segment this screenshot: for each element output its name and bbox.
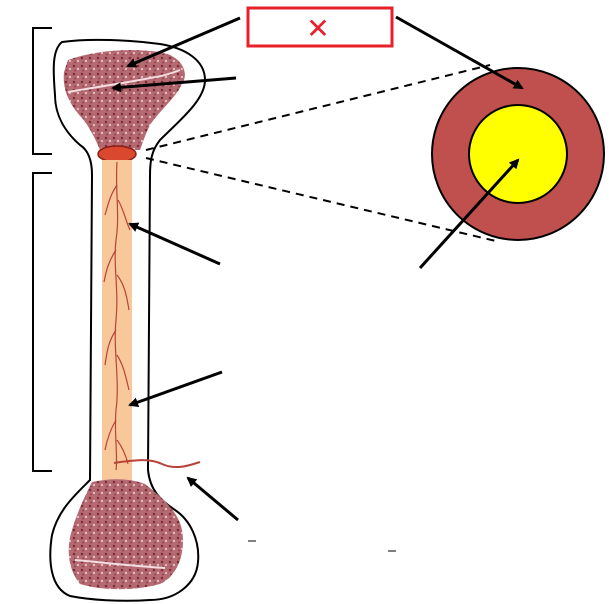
blood-vessels [103,161,131,471]
arrow-to-outer-ring [395,15,524,90]
nutrient-artery [113,459,201,469]
arrow-to-nutrient-vessel [186,476,239,522]
arrow-to-epiphyseal-line [111,76,237,93]
arrow-to-cavity-upper [128,222,221,266]
distal-spongy-bone [68,479,184,590]
arrow-to-cavity-lower [128,370,223,408]
answer-box-mark: ✕ [306,12,329,45]
proximal-epiphyseal-streak [67,69,181,93]
arrow-to-inner-core [418,158,520,270]
proximal-spongy-bone [63,50,185,150]
projection-line-bottom [145,157,501,243]
arrow-to-proximal-epiphysis [126,16,241,68]
distal-epiphyseal-streak [74,559,166,569]
epiphyseal-plate [97,145,137,163]
bracket-diaphysis [32,172,52,472]
projection-line-top [145,64,491,151]
answer-box [246,6,394,48]
cross-section-inner-core [468,104,568,204]
pointer-arrows [111,15,524,522]
bracket-epiphysis [32,27,52,155]
